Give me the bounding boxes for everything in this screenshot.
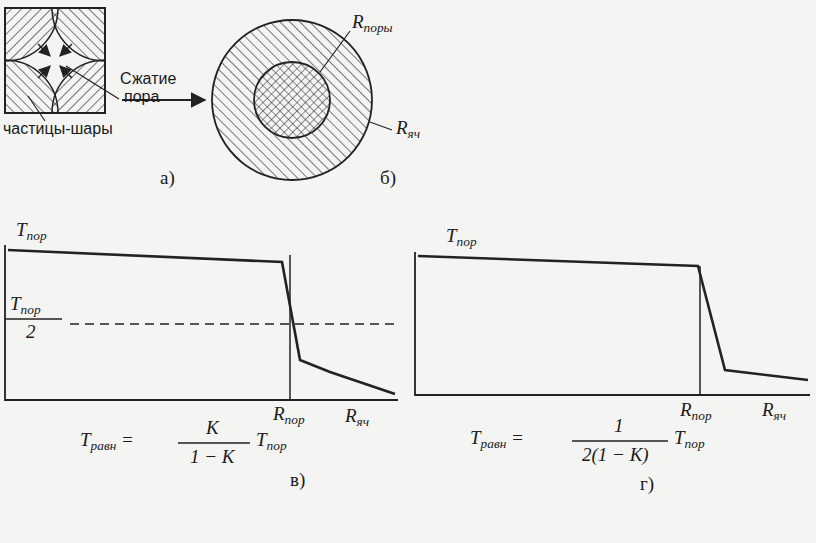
profile-graph (5, 245, 398, 443)
part-label: пора (124, 88, 159, 106)
formula: 2(1 − K) (582, 445, 649, 466)
cell-model (212, 20, 392, 180)
profile-graph (415, 252, 810, 441)
axis-label: Tпор (446, 226, 477, 250)
formula: Tравн = (470, 428, 524, 452)
formula: Tпор (674, 428, 705, 452)
figure-letter: г) (640, 474, 654, 495)
axis-label: Rпор (273, 404, 305, 428)
fraction-denominator: 2 (26, 322, 36, 343)
axis-label: Rпор (680, 400, 712, 424)
axis-label: Rяч (345, 406, 369, 430)
radius-label: Rяч (396, 118, 420, 142)
leader-line (66, 66, 119, 99)
axis-label: Tпор (16, 220, 47, 244)
leader-line (370, 122, 392, 130)
figure-letter: а) (160, 168, 175, 189)
part-label: частицы-шары (3, 120, 113, 138)
axis-label: Rяч (762, 400, 786, 424)
formula: 1 − K (190, 447, 235, 468)
figure-letter: в) (290, 470, 305, 491)
formula: Tпор (256, 430, 287, 454)
formula: Tравн = (80, 430, 134, 454)
leader-line (28, 96, 45, 121)
radius-label: Rпоры (352, 12, 393, 36)
formula: K (206, 418, 219, 439)
formula: 1 (614, 416, 624, 437)
fraction-numerator: Tпор (10, 294, 41, 318)
leader-line (320, 31, 350, 72)
figure-letter: б) (380, 168, 396, 189)
arrow-label: Сжатие (120, 70, 176, 88)
